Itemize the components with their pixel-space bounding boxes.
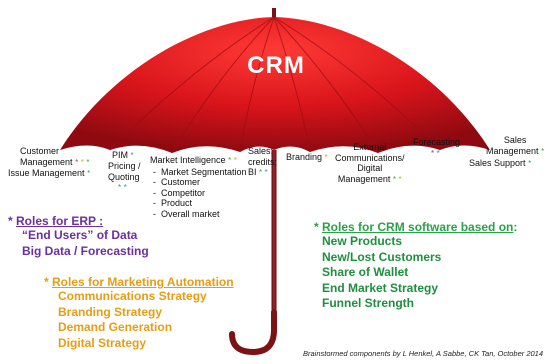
crm-software-roles-section: * Roles for CRM software based on: New P… xyxy=(314,220,517,312)
heading-text: Roles for ERP : xyxy=(16,214,104,228)
label-text: PIM xyxy=(112,150,129,160)
label-text: Branding xyxy=(286,152,323,162)
umbrella-rib xyxy=(109,16,275,151)
label-market-intelligence: Market Intelligence * * Market Segmentat… xyxy=(150,155,247,219)
marketing-role-item: Communications Strategy xyxy=(58,289,207,303)
mi-item: Product xyxy=(152,198,247,209)
erp-roles-heading: * Roles for ERP : xyxy=(8,214,149,228)
mi-item: Market Segmentation xyxy=(152,167,247,178)
crm-software-roles-heading: * Roles for CRM software based on: xyxy=(314,220,517,234)
umbrella-shaft xyxy=(271,150,277,316)
umbrella-rib xyxy=(239,16,275,153)
umbrella-rib xyxy=(273,16,441,151)
label-customer-management: Customer Management * * * xyxy=(20,146,90,167)
label-text: Market Intelligence xyxy=(150,155,226,165)
credit-line: Brainstormed components by L Henkel, A S… xyxy=(303,349,543,358)
umbrella-rib xyxy=(273,16,311,153)
umbrella-handle xyxy=(229,309,277,356)
label-text: Sales Support xyxy=(469,158,526,168)
erp-roles-section: * Roles for ERP : “End Users” of Data Bi… xyxy=(8,214,149,259)
marketing-role-item: Branding Strategy xyxy=(58,304,163,319)
erp-role-item: “End Users” of Data xyxy=(22,228,138,242)
label-sales-management: Sales Management * xyxy=(486,135,545,156)
market-intelligence-list: Market Segmentation Customer Competitor … xyxy=(152,167,247,220)
label-external-communications: External Communications/ Digital Managem… xyxy=(335,142,405,184)
erp-role-item: Big Data / Forecasting xyxy=(22,243,149,258)
label-sales-credits-bi: Sales; credits; BI * * xyxy=(248,146,278,177)
crm-software-role-item: End Market Strategy xyxy=(322,280,439,295)
umbrella-rib xyxy=(273,16,379,154)
crm-software-role-item: Share of Wallet xyxy=(322,265,409,279)
marketing-automation-roles-section: * Roles for Marketing Automation Communi… xyxy=(44,275,234,351)
marketing-roles-heading: * Roles for Marketing Automation xyxy=(44,275,234,289)
heading-text: Roles for Marketing Automation xyxy=(52,275,234,289)
heading-prefix: * xyxy=(8,214,17,228)
heading-suffix: : xyxy=(513,220,518,234)
umbrella-rib xyxy=(171,16,275,154)
label-text: Customer Management xyxy=(20,146,73,167)
label-sales-support: Sales Support * xyxy=(469,158,532,168)
label-branding: Branding * xyxy=(286,152,328,162)
label-forecasting: Forecasting * * xyxy=(413,137,461,158)
umbrella-canopy xyxy=(60,17,490,153)
heading-text: Roles for CRM software based on xyxy=(322,220,514,234)
mi-item: Customer xyxy=(152,177,247,188)
umbrella-tip xyxy=(272,8,276,20)
crm-software-role-item: Funnel Strength xyxy=(322,296,414,310)
label-text: Sales Management xyxy=(486,135,539,156)
crm-software-role-item: New/Lost Customers xyxy=(322,249,442,264)
umbrella-title: CRM xyxy=(247,52,305,79)
mi-item: Overall market xyxy=(152,209,247,220)
crm-software-role-item: New Products xyxy=(322,234,403,248)
label-text: Pricing / Quoting xyxy=(108,161,141,182)
label-pim: PIM * xyxy=(112,150,134,160)
heading-prefix: * xyxy=(44,275,53,289)
label-text: Issue Management xyxy=(8,168,85,178)
marketing-role-item: Demand Generation xyxy=(58,320,173,334)
marketing-role-item: Digital Strategy xyxy=(58,335,147,350)
label-issue-management: Issue Management * xyxy=(8,168,91,178)
mi-item: Competitor xyxy=(152,188,247,199)
label-pricing-quoting: Pricing / Quoting * * xyxy=(108,161,141,192)
label-text: External Communications/ Digital Managem… xyxy=(335,142,405,184)
heading-prefix: * xyxy=(314,220,323,234)
label-text: Forecasting xyxy=(413,137,461,147)
label-text: Sales; credits; BI xyxy=(248,146,278,177)
